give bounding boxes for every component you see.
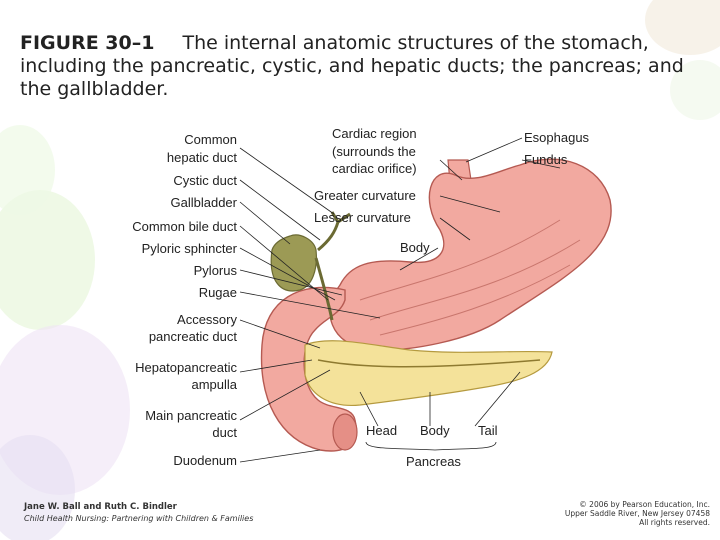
- label-greater-curvature: Greater curvature: [314, 188, 416, 203]
- label-duct: duct: [212, 425, 237, 440]
- footer-copyright: © 2006 by Pearson Education, Inc. Upper …: [565, 500, 710, 527]
- figure-label: FIGURE 30–1: [20, 32, 155, 54]
- label-main-pancreatic: Main pancreatic: [145, 408, 237, 423]
- label-pancreatic-duct: pancreatic duct: [149, 329, 238, 344]
- leader-lines: [239, 137, 561, 463]
- footer-book-title: Child Health Nursing: Partnering with Ch…: [24, 514, 254, 523]
- label-esophagus: Esophagus: [524, 130, 590, 145]
- label-cardiac-orifice: cardiac orifice): [332, 161, 417, 176]
- bile-ducts: [314, 211, 351, 321]
- copyright-line-1: © 2006 by Pearson Education, Inc.: [579, 500, 710, 509]
- pancreatic-duct: [317, 359, 541, 368]
- label-pylorus: Pylorus: [194, 263, 238, 278]
- footer-authors: Jane W. Ball and Ruth C. Bindler: [24, 502, 177, 512]
- copyright-line-3: All rights reserved.: [639, 518, 710, 527]
- pancreas-bracket: [365, 441, 497, 451]
- label-rugae: Rugae: [199, 285, 237, 300]
- caption-text: The internal anatomic structures of the …: [20, 32, 684, 100]
- label-head: Head: [366, 423, 397, 438]
- label-hepatopancreatic: Hepatopancreatic: [135, 360, 237, 375]
- label-cardiac-region: Cardiac region: [332, 126, 417, 141]
- label-pancreas: Pancreas: [406, 454, 461, 469]
- label-hepatic-duct: hepatic duct: [167, 150, 237, 165]
- label-pancreas-body: Body: [420, 423, 450, 438]
- label-pyloric-sphincter: Pyloric sphincter: [142, 241, 238, 256]
- label-tail: Tail: [478, 423, 498, 438]
- duodenum-lumen: [332, 413, 358, 451]
- label-common: Common: [184, 132, 237, 147]
- footer-citation: Jane W. Ball and Ruth C. Bindler Child H…: [24, 502, 253, 524]
- label-ampulla: ampulla: [191, 377, 237, 392]
- label-common-bile-duct: Common bile duct: [132, 219, 237, 234]
- stomach-rugae-detail: [359, 219, 581, 336]
- label-surrounds-the: (surrounds the: [332, 144, 416, 159]
- gallbladder-shape: [270, 234, 317, 292]
- label-duodenum: Duodenum: [173, 453, 237, 468]
- pancreas-shape: [304, 340, 553, 407]
- label-cystic-duct: Cystic duct: [173, 173, 237, 188]
- label-gallbladder: Gallbladder: [171, 195, 238, 210]
- label-body: Body: [400, 240, 430, 255]
- label-fundus: Fundus: [524, 152, 568, 167]
- label-lesser-curvature: Lesser curvature: [314, 210, 411, 225]
- copyright-line-2: Upper Saddle River, New Jersey 07458: [564, 509, 710, 518]
- label-accessory: Accessory: [177, 312, 237, 327]
